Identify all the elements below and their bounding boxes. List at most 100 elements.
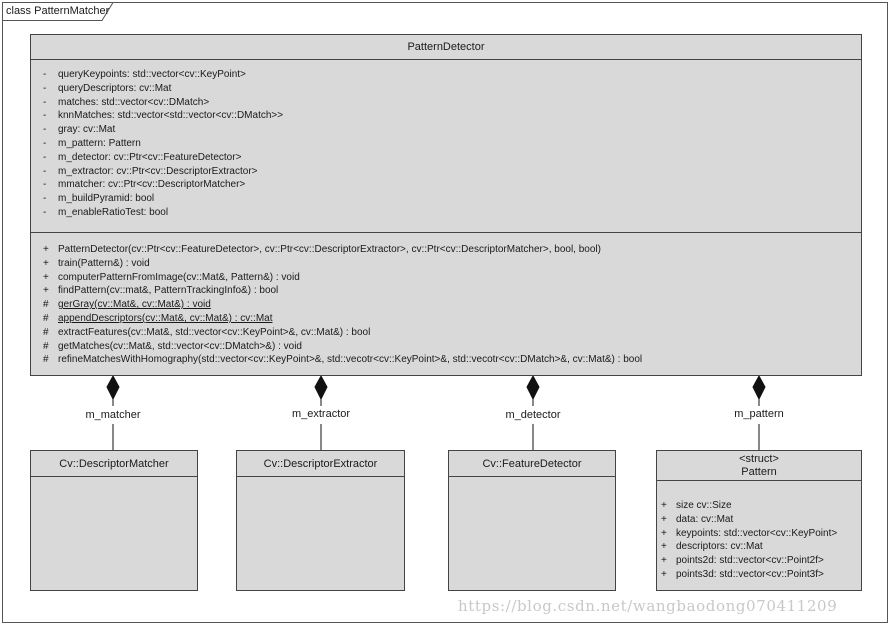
attribute-text: m_enableRatioTest: bool [58,206,169,218]
attribute-row: + data: cv::Mat [661,513,837,527]
attribute-row: + descriptors: cv::Mat [661,540,837,554]
visibility-marker: # [43,326,49,338]
visibility-marker: + [43,244,49,255]
visibility-marker: + [43,271,49,283]
attribute-text: data: cv::Mat [676,513,734,525]
class-feature-detector: Cv::FeatureDetector [448,450,616,591]
operation-row: # getMatches(cv::Mat&, std::vector<cv::DM… [43,340,642,354]
visibility-marker: + [661,541,667,553]
operation-list: + PatternDetector(cv::Ptr<cv::FeatureDete… [31,243,642,367]
operation-text: extractFeatures(cv::Mat&, std::vector<cv… [58,326,371,338]
visibility-marker: + [661,568,667,580]
attribute-row: +keypoints: std::vector<cv::KeyPoint> [661,527,837,541]
operation-text: getMatches(cv::Mat&, std::vector<cv::DMa… [58,340,302,352]
attribute-row: -matches: std::vector<cv::DMatch> [43,96,283,110]
attribute-row: + points2d: std::vector<cv::Point2f> [661,554,837,568]
operation-row: # extractFeatures(cv::Mat&, std::vector<c… [43,326,642,340]
attribute-row: -queryDescriptors: cv::Mat [43,82,283,96]
attribute-row: -m_detector: cv::Ptr<cv::FeatureDetector… [43,151,283,165]
visibility-marker: + [661,513,667,525]
attribute-row: -m_pattern: Pattern [43,137,283,151]
visibility-marker: - [43,151,47,163]
visibility-marker: # [43,340,49,352]
connector-m-detector [526,374,540,450]
visibility-marker: - [43,137,47,149]
attribute-text: mmatcher: cv::Ptr<cv::DescriptorMatcher> [58,179,246,191]
attribute-text: m_buildPyramid: bool [58,193,155,205]
frame-title: class PatternMatcher [6,5,110,17]
operation-text: findPattern(cv::mat&, PatternTrackingInf… [58,285,279,297]
operation-text: refineMatchesWithHomography(std::vector<… [58,354,643,366]
visibility-marker: # [43,299,49,311]
attribute-text: queryDescriptors: cv::Mat [58,82,172,94]
operation-row: + findPattern(cv::mat&, PatternTrackingIn… [43,284,642,298]
role-label-m-pattern: m_pattern [734,408,784,420]
visibility-marker: + [661,555,667,567]
visibility-marker: - [43,206,47,218]
attribute-text: m_detector: cv::Ptr<cv::FeatureDetector> [58,151,242,163]
attribute-text: points3d: std::vector<cv::Point3f> [676,568,824,580]
class-name: Pattern [741,466,777,478]
role-label-m-detector: m_detector [505,409,561,421]
operation-row: # appendDescriptors(cv::Mat&, cv::Mat&) :… [43,312,642,326]
visibility-marker: - [43,96,47,108]
operation-row: + computerPatternFromImage(cv::Mat&, Patt… [43,271,642,285]
attribute-text: matches: std::vector<cv::DMatch> [58,96,210,108]
attribute-text: points2d: std::vector<cv::Point2f> [676,555,824,567]
attribute-text: m_extractor: cv::Ptr<cv::DescriptorExtra… [58,165,258,177]
visibility-marker: + [43,285,49,297]
attribute-text: size cv::Size [676,500,732,511]
visibility-marker: # [43,354,49,366]
struct-pattern: <struct> Pattern +size cv::Size +data: c… [656,450,862,591]
attribute-row: + size cv::Size [661,499,837,513]
visibility-marker: # [43,312,49,324]
visibility-marker: - [43,165,47,177]
visibility-marker: - [43,124,47,136]
attribute-row: -knnMatches: std::vector<std::vector<cv:… [43,109,283,123]
visibility-marker: - [43,110,47,122]
attribute-row: -m_enableRatioTest: bool [43,206,283,220]
class-pattern-detector: PatternDetector -queryKeypoints: std::ve… [30,34,862,376]
frame-tab-outline [2,2,114,21]
class-name: Cv::DescriptorExtractor [237,451,404,477]
attribute-row: + points3d: std::vector<cv::Point3f> [661,568,837,582]
class-name: Cv::DescriptorMatcher [31,451,197,477]
connector-m-matcher [106,374,120,450]
attribute-text: descriptors: cv::Mat [676,541,763,553]
attribute-text: knnMatches: std::vector<std::vector<cv::… [58,110,284,122]
class-descriptor-matcher: Cv::DescriptorMatcher [30,450,198,591]
operation-text: train(Pattern&) : void [58,257,150,269]
operation-row: +train(Pattern&) : void [43,257,642,271]
class-name: Cv::FeatureDetector [449,451,615,477]
attribute-row: -m_extractor: cv::Ptr<cv::DescriptorExtr… [43,165,283,179]
watermark: https://blog.csdn.net/wangbaodong0704112… [458,597,838,615]
visibility-marker: - [43,193,47,205]
class-name: PatternDetector [31,35,861,60]
attribute-text: queryKeypoints: std::vector<cv::KeyPoint… [58,69,246,80]
operation-text: PatternDetector(cv::Ptr<cv::FeatureDetec… [58,244,601,255]
attribute-row: -queryKeypoints: std::vector<cv::KeyPoin… [43,68,283,82]
role-label-m-extractor: m_extractor [291,408,351,420]
attribute-row: -gray: cv::Mat [43,123,283,137]
operation-text-static: appendDescriptors(cv::Mat&, cv::Mat&) : … [58,312,273,324]
operation-row: # refineMatchesWithHomography(std::vector… [43,353,642,367]
visibility-marker: - [43,179,47,191]
operation-row: + PatternDetector(cv::Ptr<cv::FeatureDete… [43,243,642,257]
attribute-row: -mmatcher: cv::Ptr<cv::DescriptorMatcher… [43,178,283,192]
connector-m-pattern [752,374,766,450]
visibility-marker: - [43,82,47,94]
visibility-marker: + [661,500,667,511]
class-descriptor-extractor: Cv::DescriptorExtractor [236,450,405,591]
attribute-text: keypoints: std::vector<cv::KeyPoint> [676,527,838,539]
attribute-text: gray: cv::Mat [58,124,116,136]
attribute-row: -m_buildPyramid: bool [43,192,283,206]
operation-text-static: gerGray(cv::Mat&, cv::Mat&) : void [58,299,211,311]
compartment-divider [31,232,861,233]
connector-m-extractor [314,374,328,450]
role-label-m-matcher: m_matcher [85,409,141,421]
struct-attribute-list: +size cv::Size +data: cv::Mat +keypoints… [657,499,837,582]
struct-header: <struct> Pattern [657,451,861,481]
operation-text: computerPatternFromImage(cv::Mat&, Patte… [58,271,300,283]
